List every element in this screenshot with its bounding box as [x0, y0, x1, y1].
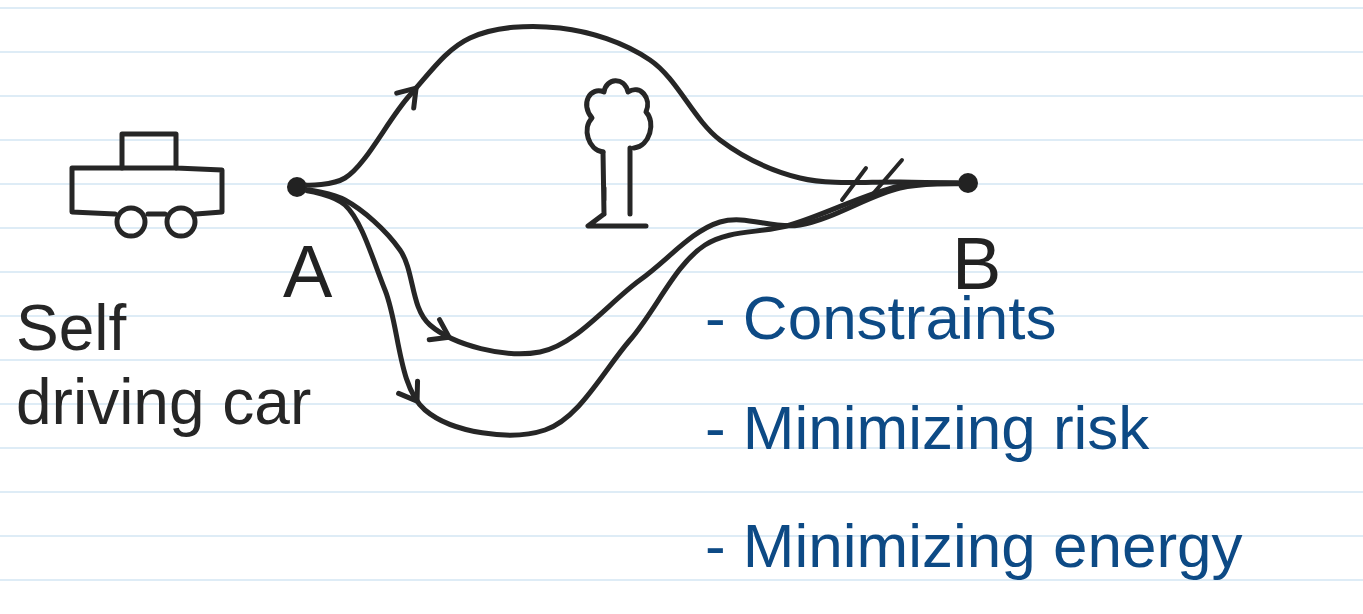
arrow-head: [429, 320, 449, 340]
point-label: A: [283, 235, 332, 309]
ruled-line: [0, 51, 1363, 53]
arrow-head: [399, 381, 418, 401]
ruled-line: [0, 447, 1363, 449]
ruled-line: [0, 95, 1363, 97]
car-label: Self driving car: [16, 292, 321, 439]
note-item: - Constraints: [705, 282, 1355, 353]
route-point: A: [287, 177, 307, 197]
merge-ticks: [842, 160, 902, 200]
car-sketch: [72, 134, 222, 236]
ruled-line: [0, 7, 1363, 9]
arrow-head: [397, 88, 416, 108]
ruled-line: [0, 271, 1363, 273]
ruled-line: [0, 491, 1363, 493]
ruled-line: [0, 359, 1363, 361]
car-body: [72, 134, 222, 214]
route-group: [307, 26, 958, 185]
tick-mark: [842, 168, 866, 200]
ruled-line: [0, 227, 1363, 229]
tick-mark: [872, 160, 902, 195]
car-roof-line: [122, 166, 176, 171]
car-wheel: [117, 208, 145, 236]
route-point: B: [958, 173, 978, 193]
note-item: - Minimizing energy: [705, 510, 1355, 581]
tree-trunk: [588, 148, 646, 226]
ruled-line: [0, 139, 1363, 141]
ruled-line: [0, 315, 1363, 317]
tree-crown: [587, 81, 651, 152]
ruled-lines: [0, 8, 1363, 580]
tree-sketch: [587, 81, 651, 226]
car-wheel: [167, 208, 195, 236]
ruled-line: [0, 183, 1363, 185]
route-path: [307, 26, 958, 185]
note-item: - Minimizing risk: [705, 392, 1355, 463]
